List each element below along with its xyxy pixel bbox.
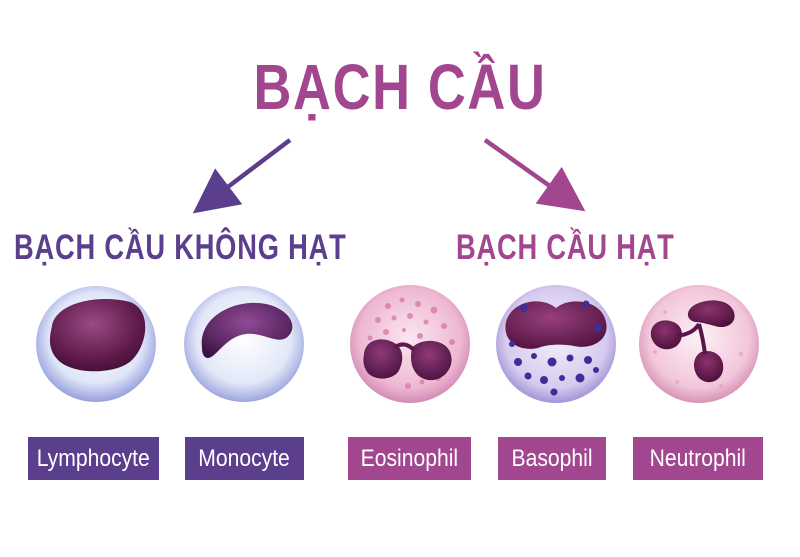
lymphocyte-label: Lymphocyte (28, 437, 159, 480)
neutrophil-cell (637, 282, 761, 406)
eosinophil-label: Eosinophil (348, 437, 471, 480)
agranular-heading: BẠCH CẦU KHÔNG HẠT (14, 228, 347, 267)
basophil-cell (494, 282, 618, 406)
neutrophil-label: Neutrophil (633, 437, 763, 480)
basophil-label: Basophil (498, 437, 606, 480)
monocyte-cell (182, 282, 306, 406)
lymphocyte-cell (34, 282, 158, 406)
granular-heading: BẠCH CẦU HẠT (456, 228, 675, 267)
arrow-left (192, 138, 292, 214)
monocyte-label: Monocyte (185, 437, 304, 480)
diagram-title: BẠCH CẦU (253, 51, 547, 123)
eosinophil-cell (348, 282, 472, 406)
arrow-right (483, 138, 586, 212)
